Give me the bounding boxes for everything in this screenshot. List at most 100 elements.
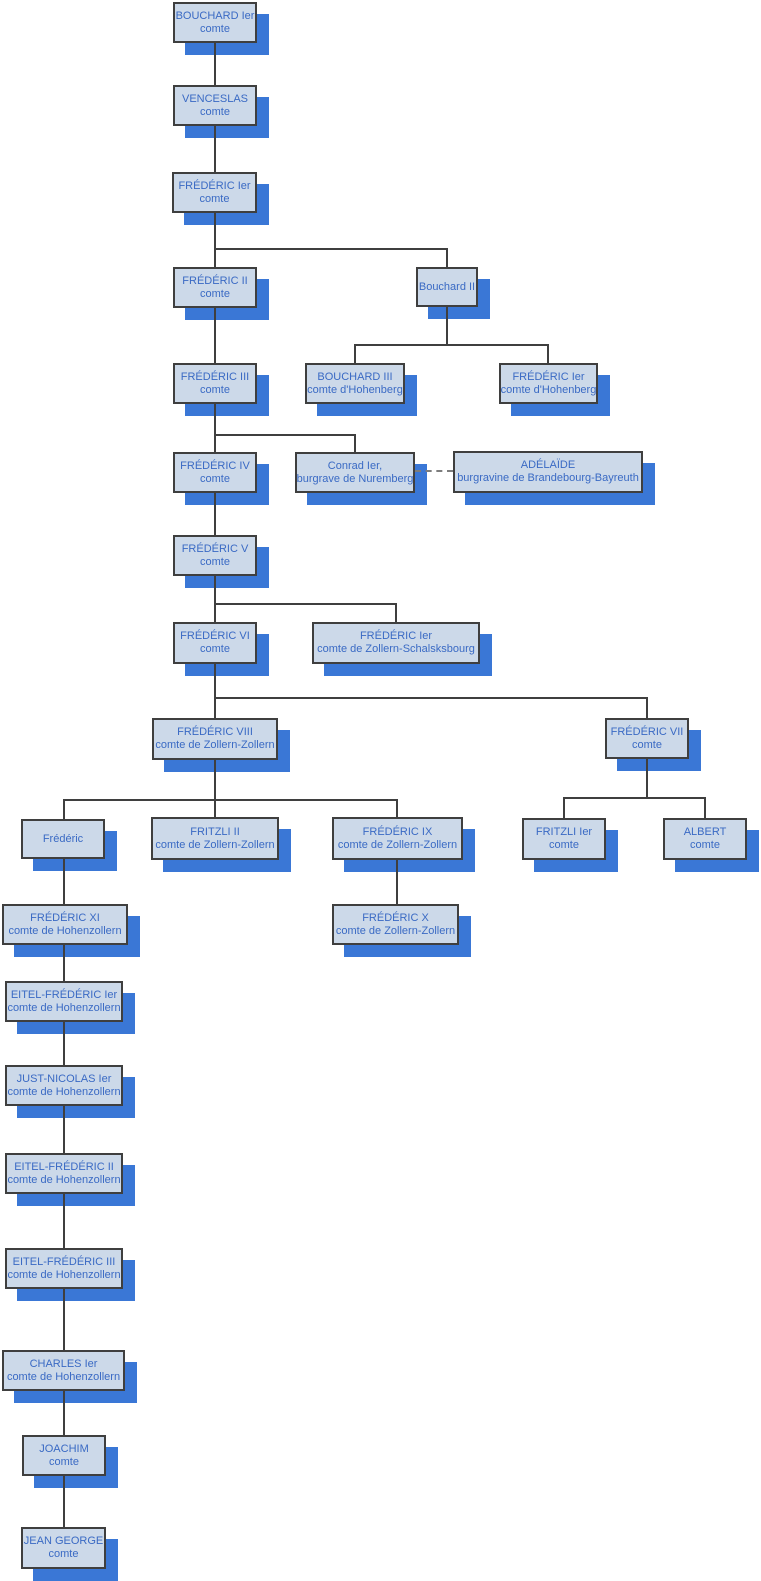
- person-name: Bouchard II: [418, 280, 476, 293]
- person-title: comte: [690, 839, 720, 851]
- person-title: comte: [199, 192, 230, 205]
- connector: [214, 213, 216, 267]
- connector: [214, 697, 648, 699]
- connector: [396, 799, 398, 817]
- person-title: burgrave de Nuremberg: [296, 472, 414, 485]
- person-title: comte: [549, 839, 579, 851]
- person-name: Frédéric: [42, 832, 84, 845]
- connector: [547, 344, 549, 363]
- connector: [63, 1391, 65, 1435]
- connector: [214, 664, 216, 718]
- connector: [214, 248, 448, 250]
- connector: [214, 434, 355, 436]
- connector: [214, 799, 216, 817]
- person-title: comte: [200, 22, 230, 35]
- person-name: EITEL-FRÉDÉRIC Ier: [10, 988, 118, 1001]
- person-title: comte de Hohenzollern: [8, 924, 122, 937]
- person-name: FRÉDÉRIC IX: [362, 825, 433, 838]
- connector: [214, 308, 216, 363]
- person-name: FRITZLI II: [190, 825, 240, 838]
- person-name: FRÉDÉRIC Ier: [512, 370, 585, 383]
- person-title: comte: [632, 738, 662, 751]
- person-title: comte de Zollern-Zollern: [335, 924, 456, 937]
- connector: [63, 1022, 65, 1065]
- person-title: comte d'Hohenberg: [307, 383, 403, 396]
- person-name: FRÉDÉRIC IV: [180, 459, 250, 472]
- person-title: comte: [200, 383, 230, 396]
- person-title: burgravine de Brandebourg-Bayreuth: [457, 472, 639, 484]
- person-title: comte: [49, 1455, 79, 1468]
- connector: [354, 344, 549, 346]
- connector: [214, 603, 397, 605]
- connector: [354, 434, 356, 452]
- person-name: FRÉDÉRIC II: [182, 274, 248, 287]
- person-title: comte: [200, 287, 230, 300]
- connector: [563, 797, 565, 818]
- connector: [214, 43, 216, 85]
- person-name: FRÉDÉRIC VI: [180, 630, 250, 642]
- connector: [646, 759, 648, 798]
- person-name: FRÉDÉRIC V: [181, 542, 249, 555]
- node-frederic: Frédéric: [21, 819, 105, 859]
- person-name: FRÉDÉRIC Ier: [359, 630, 433, 642]
- person-name: BOUCHARD Ier: [175, 9, 255, 22]
- connector: [563, 797, 706, 799]
- person-title: comte de Hohenzollern: [7, 1173, 121, 1186]
- person-name: JOACHIM: [39, 1442, 89, 1455]
- connector: [396, 860, 398, 904]
- person-title: comte de Zollern-Schalsksbourg: [317, 643, 475, 655]
- node-conrad-ier: Conrad Ier,burgrave de Nuremberg: [295, 452, 415, 493]
- person-name: JEAN GEORGE: [23, 1535, 104, 1547]
- person-title: comte: [200, 472, 230, 485]
- person-name: EITEL-FRÉDÉRIC II: [14, 1160, 114, 1173]
- connector: [63, 1106, 65, 1153]
- connector: [446, 248, 448, 267]
- person-name: FRÉDÉRIC XI: [30, 911, 100, 924]
- person-title: comte: [200, 643, 230, 655]
- person-title: comte: [48, 1548, 79, 1560]
- connector: [63, 799, 398, 801]
- connector: [214, 576, 216, 622]
- person-name: FRÉDÉRIC Ier: [178, 179, 251, 192]
- connector: [704, 797, 706, 818]
- person-title: comte de Hohenzollern: [7, 1268, 121, 1281]
- person-name: ALBERT: [683, 826, 727, 838]
- person-name: BOUCHARD III: [317, 370, 393, 383]
- connector: [446, 307, 448, 346]
- node-bouchard-ii: Bouchard II: [416, 267, 478, 307]
- person-name: JUST-NICOLAS Ier: [16, 1072, 112, 1085]
- person-title: comte de Hohenzollern: [7, 1085, 121, 1098]
- person-name: CHARLES Ier: [29, 1357, 98, 1370]
- person-name: FRÉDÉRIC VII: [610, 725, 684, 738]
- person-title: comte de Hohenzollern: [6, 1370, 121, 1383]
- person-title: comte: [200, 555, 230, 568]
- person-title: comte de Zollern-Zollern: [337, 838, 458, 851]
- connector: [214, 493, 216, 535]
- connector: [646, 697, 648, 718]
- person-name: FRÉDÉRIC X: [362, 911, 429, 924]
- person-name: EITEL-FRÉDÉRIC III: [12, 1255, 116, 1268]
- person-title: comte de Zollern-Zollern: [155, 739, 275, 751]
- connector: [214, 126, 216, 172]
- connector: [63, 1476, 65, 1527]
- person-title: comte d'Hohenberg: [500, 383, 597, 396]
